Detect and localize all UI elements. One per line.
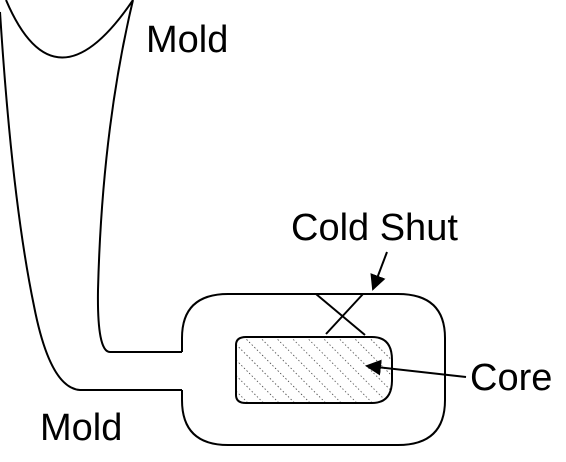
core-arrow bbox=[365, 359, 467, 378]
casting-cavity-outline bbox=[181, 293, 446, 446]
cold-shut-label: Cold Shut bbox=[291, 207, 458, 249]
mold-outer-wall bbox=[0, 11, 182, 391]
mold-inner-wall bbox=[5, 0, 182, 353]
cold-shut-arrow bbox=[370, 251, 388, 291]
mold-cavity bbox=[0, 0, 446, 446]
mold-top-label: Mold bbox=[146, 19, 228, 61]
core-label: Core bbox=[470, 357, 552, 399]
core-shape bbox=[235, 336, 393, 404]
mold-bottom-label: Mold bbox=[40, 407, 122, 449]
cold-shut-mark bbox=[315, 293, 366, 336]
